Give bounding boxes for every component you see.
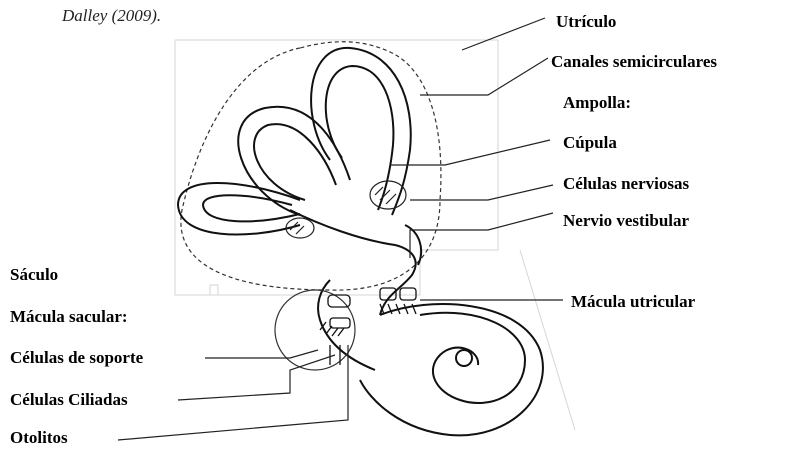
label-macula-sacular: Mácula sacular: — [10, 307, 128, 327]
leader-cupula — [390, 140, 550, 165]
label-celulas-de-soporte: Células de soporte — [10, 348, 143, 368]
leader-nervio-vestibular — [410, 213, 553, 258]
ampulla-cells — [286, 181, 406, 238]
labyrinth-dashed-outline — [181, 42, 441, 290]
leader-lines-left — [118, 345, 348, 440]
leader-celulas-ciliadas — [178, 355, 335, 400]
label-celulas-ciliadas: Células Ciliadas — [10, 390, 128, 410]
label-otolitos: Otolitos — [10, 428, 68, 448]
cochlea — [360, 304, 543, 435]
label-utriculo: Utrículo — [556, 12, 616, 32]
label-canales-semicirculares: Canales semicirculares — [551, 52, 717, 72]
leader-lines-right — [390, 18, 563, 300]
leader-utriculo — [462, 18, 545, 50]
semicircular-canals — [178, 48, 411, 235]
label-saculo: Sáculo — [10, 265, 58, 285]
leader-celulas-nerviosas — [410, 185, 553, 200]
label-cupula: Cúpula — [563, 133, 617, 153]
label-ampolla: Ampolla: — [563, 93, 631, 113]
leader-canales — [420, 58, 548, 95]
label-celulas-nerviosas: Células nerviosas — [563, 174, 689, 194]
leader-celulas-soporte — [205, 350, 318, 358]
label-macula-utricular: Mácula utricular — [571, 292, 695, 312]
label-nervio-vestibular: Nervio vestibular — [563, 211, 689, 231]
leader-otolitos — [118, 345, 348, 440]
